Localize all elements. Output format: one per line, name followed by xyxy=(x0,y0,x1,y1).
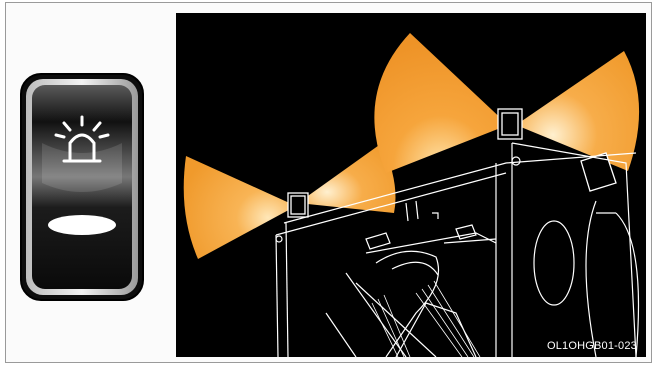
indicator-lens xyxy=(48,215,116,235)
beam-right xyxy=(516,51,639,171)
figure-code: OL1OHGB01-023 xyxy=(547,340,637,352)
rocker-switch xyxy=(20,73,145,301)
beam-center-left xyxy=(374,33,508,173)
roof-light-illustration: OL1OHGB01-023 xyxy=(176,13,646,357)
beam-left-lamp-left xyxy=(184,156,296,259)
